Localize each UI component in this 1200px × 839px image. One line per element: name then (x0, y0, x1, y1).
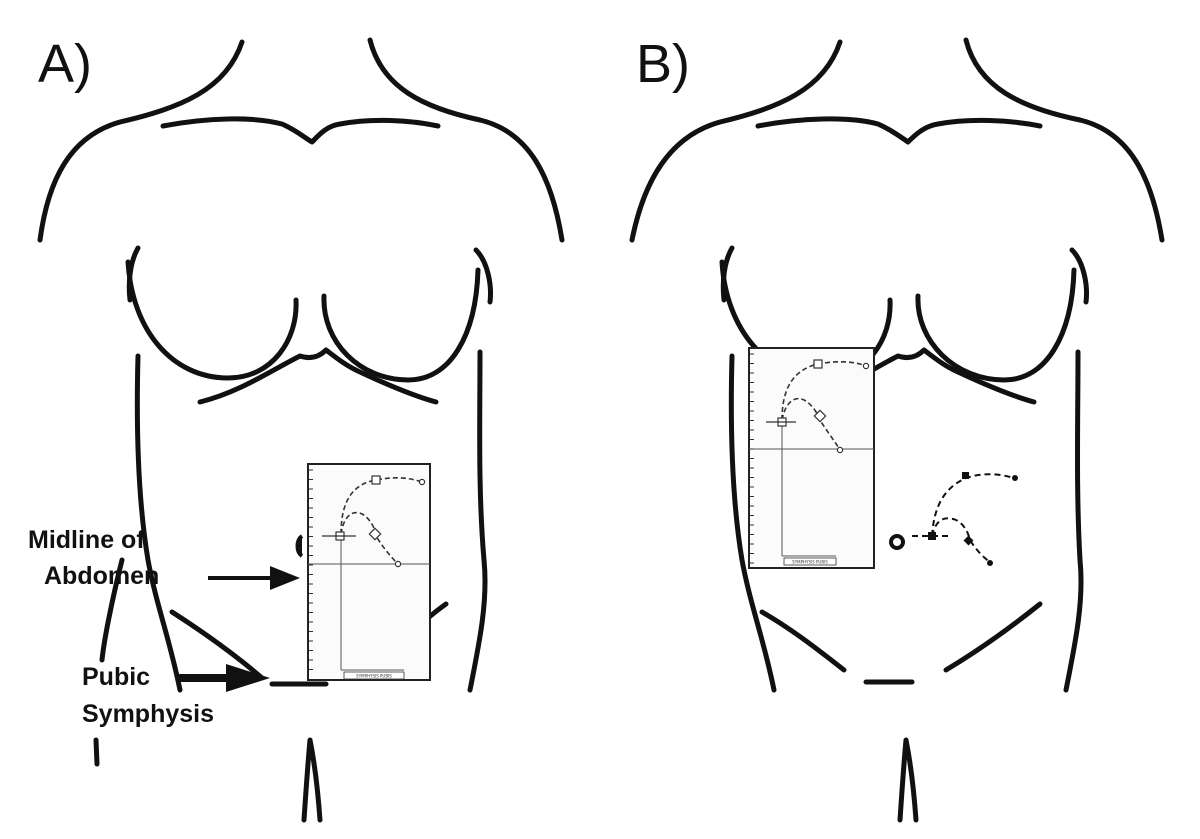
panel-b-abdomen-marker-end-lower (987, 560, 993, 566)
panel-b-torso-outline (629, 37, 1165, 823)
panel-b-abdomen-marker-start (928, 532, 936, 540)
panel-a-chart-frame (307, 463, 431, 681)
panel-b-left-groin (759, 609, 847, 673)
pubic-arrow (178, 664, 270, 692)
panel-b-marker-end-upper (862, 362, 870, 370)
panel-b-abdomen-marker-diamond (963, 535, 974, 546)
panel-a-marker-diamond (368, 527, 382, 541)
panel-a-marker-end-lower (394, 560, 402, 568)
panel-a-collarbone (160, 116, 441, 145)
panel-a-right-shoulder (367, 37, 565, 243)
panel-a-right-side (467, 349, 488, 693)
panel-a-left-side (134, 353, 183, 693)
panel-a-left-hip-line (99, 557, 125, 663)
panel-a-right-arm-crease (473, 247, 493, 305)
panel-b-chart-footer-box (783, 557, 837, 566)
panel-b-right-groin (943, 601, 1043, 673)
panel-a: A) (28, 34, 565, 823)
panel-a-navel (295, 534, 304, 558)
panel-a-label: A) (38, 34, 92, 94)
panel-a-chart-footer-box (343, 671, 405, 680)
panel-a-fundal-chart: SYMPHYSIS PUBIS (307, 463, 431, 681)
panel-b-abdomen-upper-curve (931, 473, 1015, 537)
midline-arrow (208, 566, 300, 590)
midline-label-line1: Midline of (28, 526, 145, 554)
panel-a-leg-gap (301, 737, 323, 823)
panel-a-underbust-line (197, 347, 439, 405)
panel-b: B) SYMPHYSIS PUBIS (629, 34, 1165, 823)
panel-b-abdomen-marker-square (962, 472, 969, 479)
panel-b-right-side (1063, 349, 1084, 693)
panel-a-right-breast (321, 267, 481, 383)
panel-b-chart-scale (750, 353, 754, 564)
pubic-label-line1: Pubic (82, 663, 150, 691)
panel-a-upper-curve (340, 477, 423, 535)
panel-a-left-shoulder (37, 39, 245, 243)
panel-a-torso-outline (37, 37, 565, 823)
panel-b-transferred-curves (912, 472, 1018, 566)
panel-b-left-side (728, 353, 777, 693)
panel-a-chart-footer: SYMPHYSIS PUBIS (356, 674, 392, 679)
panel-b-left-shoulder (629, 39, 843, 243)
panel-b-leg-gap (897, 737, 919, 823)
panel-a-left-breast (125, 259, 299, 381)
panel-a-lower-curve (340, 511, 399, 565)
panel-b-right-breast (915, 267, 1077, 383)
panel-b-marker-diamond (813, 409, 827, 423)
panel-a-marker-end-upper (418, 478, 426, 486)
panel-b-right-arm-crease (1069, 247, 1089, 305)
midline-label-line2: Abdomen (44, 562, 159, 590)
panel-b-marker-square (813, 359, 823, 369)
panel-a-marker-square (371, 475, 381, 485)
panel-b-collarbone (755, 116, 1043, 145)
panel-b-chart-frame (748, 347, 875, 569)
panel-b-abdomen-marker-end-upper (1012, 475, 1018, 481)
pubic-label-line2: Symphysis (82, 700, 214, 728)
panel-b-chart-footer: SYMPHYSIS PUBIS (792, 560, 828, 565)
panel-b-navel (889, 534, 905, 550)
panel-b-marker-end-lower (836, 446, 844, 454)
panel-b-right-shoulder (963, 37, 1165, 243)
panel-b-label: B) (636, 34, 690, 94)
panel-a-chart-scale (309, 469, 313, 670)
panel-b-abdomen-lower-curve (931, 517, 991, 563)
panel-b-fundal-chart: SYMPHYSIS PUBIS (748, 347, 875, 569)
panel-b-lower-curve (781, 397, 841, 451)
panel-a-annotations: Midline of Abdomen Pubic Symphysis (28, 526, 300, 728)
panel-a-left-thigh-line (93, 737, 100, 767)
panel-a-left-groin (169, 609, 265, 681)
